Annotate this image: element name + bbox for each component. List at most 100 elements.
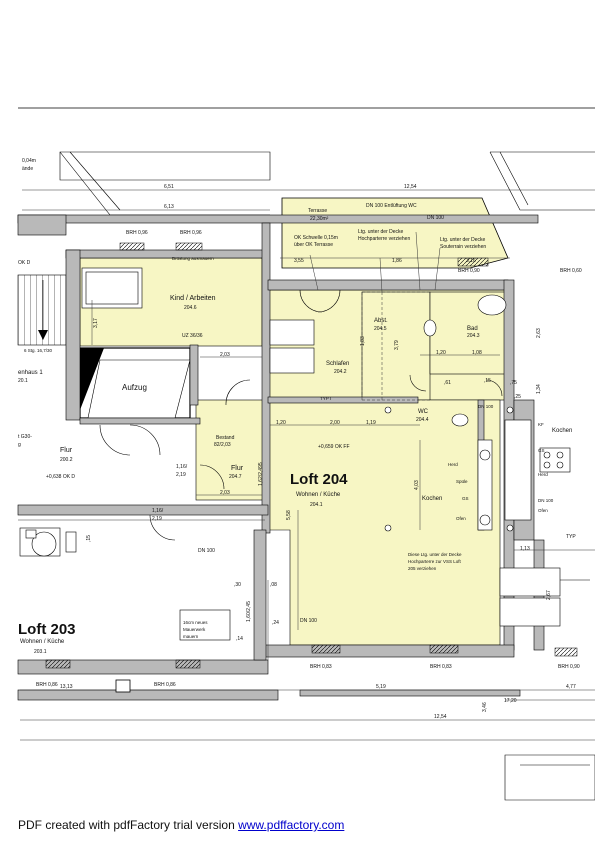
dim-116: 1,16/ <box>176 464 188 470</box>
dim-403: 4,03 <box>414 480 420 490</box>
dim-08: ,08 <box>270 582 277 588</box>
terrace-note-1: DN 100 Entlüftung WC <box>366 203 417 209</box>
bad-name: Bad <box>467 326 478 332</box>
dim-24: ,24 <box>272 620 279 626</box>
dim-219: 2,19 <box>176 472 186 478</box>
note-ltg-hoch-2: Hochparterre verziehen <box>358 236 410 242</box>
dim-15: ,15 <box>484 378 491 384</box>
dim-263: 2,63 <box>536 328 542 338</box>
brh-6: BRH 0,83 <box>430 664 452 670</box>
dim-1313: 13,13 <box>60 684 73 690</box>
brh-8: BRH 0,86 <box>36 682 58 688</box>
terrace-name: Terrasse <box>308 208 327 214</box>
dim-346: 3,46 <box>482 702 488 712</box>
dim-134: 1,34 <box>536 384 542 394</box>
dim-379: 3,79 <box>394 340 400 350</box>
note-004m: 0,04m <box>22 158 36 164</box>
note-gs: GS <box>462 496 469 501</box>
dim-200: 2,00 <box>330 420 340 426</box>
dim-162495: 1,62/2,495 <box>258 462 264 486</box>
note-herd-right: Herd <box>538 472 548 477</box>
note-kf: KF <box>538 422 544 427</box>
treppenhaus-sub: 20.1 <box>18 378 28 384</box>
bad-area: 204.3 <box>467 333 480 339</box>
loft-203-area: 203.1 <box>34 649 47 655</box>
doors <box>99 289 503 541</box>
dim-558: 5,58 <box>286 510 292 520</box>
dimension-lines <box>18 189 595 741</box>
dim-120b: 1,20 <box>436 350 446 356</box>
dim-477: 4,77 <box>566 684 576 690</box>
note-ltg-sout-1: Ltg. unter der Decke <box>440 237 486 243</box>
dim-183: 1,83 <box>360 336 366 346</box>
brh-7: BRH 0,90 <box>558 664 580 670</box>
loft-203-sub: Wohnen / Küche <box>20 639 65 645</box>
aufzug-name: Aufzug <box>122 383 147 392</box>
dim-219b: 2,19 <box>152 516 162 522</box>
note-typ-right: TYP <box>566 534 576 540</box>
brh-1: BRH 0,96 <box>126 230 148 236</box>
schlafen-area: 204.2 <box>334 369 347 375</box>
loft-204-okff: +0,659 OK FF <box>318 444 350 450</box>
abst-area: 204.5 <box>374 326 387 332</box>
dim-116b: 1,16/ <box>152 508 164 514</box>
kind-uz: UZ 36/36 <box>182 333 203 339</box>
note-dn100-b: DN 100 <box>300 618 317 624</box>
note-diese-2: Hochparterre zur VSS Loft <box>408 559 462 564</box>
room-abst <box>361 291 431 401</box>
flur-204-name: Flur <box>231 465 244 472</box>
dim-108: 1,08 <box>472 350 482 356</box>
note-g: g <box>18 442 21 448</box>
dim-203a: 2,03 <box>220 352 230 358</box>
treppenhaus-name: enhaus 1 <box>18 370 43 376</box>
note-spuele: Spüle <box>456 479 468 484</box>
note-ltg-hoch-1: Ltg. unter der Decke <box>358 229 404 235</box>
pdf-footer: PDF created with pdfFactory trial versio… <box>18 818 344 832</box>
note-diese-1: Diese Ltg. unter der Decke <box>408 552 462 557</box>
dim-14: ,14 <box>236 636 243 642</box>
wc-name: WC <box>418 409 429 415</box>
dim-61: ,61 <box>444 380 451 386</box>
schlafen-name: Schlafen <box>326 361 349 367</box>
staircase <box>17 274 67 346</box>
loft-203-name: Loft 203 <box>18 621 76 638</box>
marker-dots <box>384 406 514 532</box>
dim-113: 1,13 <box>520 546 530 552</box>
dim-519: 5,19 <box>376 684 386 690</box>
dim-75: ,75 <box>510 380 517 386</box>
footer-link[interactable]: www.pdffactory.com <box>238 818 345 832</box>
loft-204-sub: Wohnen / Küche <box>296 492 341 498</box>
dim-203b: 2,03 <box>220 490 230 496</box>
dim-651: 6,51 <box>164 184 174 190</box>
dim-186: 1,86 <box>392 258 402 264</box>
brh-3: BRH 0,90 <box>458 268 480 274</box>
dim-120a: 1,20 <box>276 420 286 426</box>
note-diese-3: 205 verziehen <box>408 566 437 571</box>
windows <box>45 242 578 669</box>
treppenhaus-stg: 6 Stg. 16,7/30 <box>24 348 53 353</box>
note-dn100-right: DN 100 <box>538 498 554 503</box>
kochen-right-name: Kochen <box>552 428 572 434</box>
room-flur-204 <box>195 399 269 501</box>
flur-204-bestand-dim: 82/2,03 <box>214 442 231 448</box>
dim-1720: 17,20 <box>504 698 517 704</box>
note-schwelle-1: OK Schwelle 0,15m <box>294 235 338 241</box>
dim-30: ,30 <box>234 582 241 588</box>
note-dn100-c: DN 100 <box>478 404 494 409</box>
dim-613: 6,13 <box>164 204 174 210</box>
dim-316: 3,16 <box>466 258 476 264</box>
brh-9: BRH 0,86 <box>154 682 176 688</box>
note-mauerwerk-1: 16cm neues <box>183 620 208 625</box>
dim-15b: ,15 <box>86 535 92 542</box>
footer-text: PDF created with pdfFactory trial versio… <box>18 818 235 832</box>
note-dn100-a: DN 100 <box>198 548 215 554</box>
flur-left-name: Flur <box>60 447 73 454</box>
brh-2: BRH 0,96 <box>180 230 202 236</box>
shaft-box <box>115 679 131 693</box>
note-g30: t G30- <box>18 434 32 440</box>
note-ltg-sout-2: Souterrain verziehen <box>440 244 486 250</box>
flur-left-okd: +0,638 OK D <box>46 474 75 480</box>
dim-25: ,25 <box>514 394 521 400</box>
dim-162245: 1,60/2,45 <box>246 601 252 622</box>
room-loft-204 <box>267 399 501 646</box>
